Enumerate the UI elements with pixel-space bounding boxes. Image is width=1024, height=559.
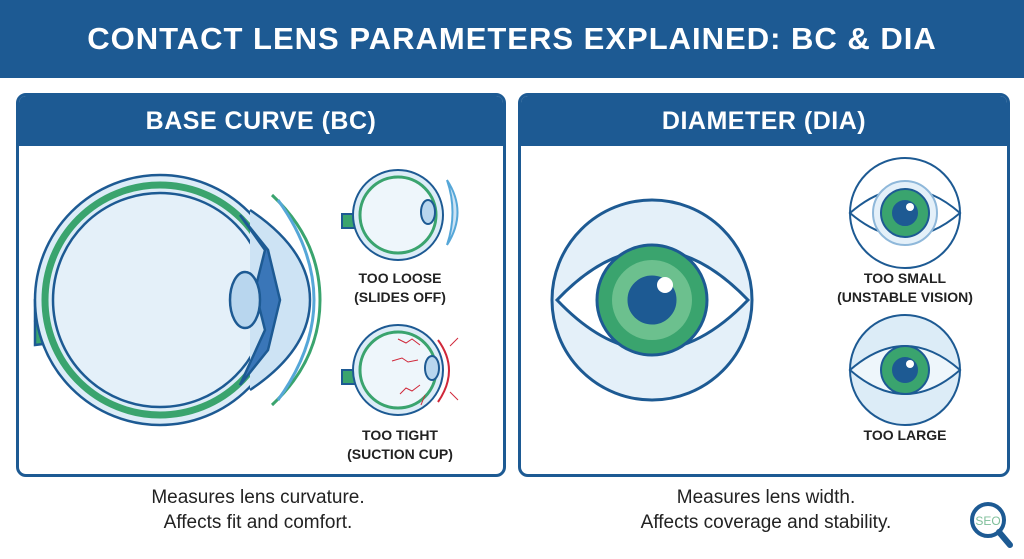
base-curve-heading: BASE CURVE (BC) [19, 96, 503, 146]
base-curve-caption-line: Measures lens curvature. [151, 487, 365, 508]
seo-logo-text: SEO [975, 514, 1000, 528]
too-loose-eye-icon [341, 169, 459, 261]
too-tight-title: TOO TIGHT [362, 427, 438, 443]
too-loose-subtitle: (SLIDES OFF) [354, 289, 446, 305]
too-small-eye-icon [848, 157, 962, 269]
too-large-eye-icon [848, 314, 962, 426]
too-large-label: TOO LARGE [820, 426, 990, 445]
base-curve-caption: Measures lens curvature. Affects fit and … [28, 485, 488, 535]
diameter-caption-line: Measures lens width. [676, 487, 856, 508]
front-eye-with-lens-illustration [550, 198, 754, 402]
too-loose-title: TOO LOOSE [358, 270, 442, 286]
seo-magnifier-logo: SEO [970, 502, 1013, 548]
too-tight-eye-icon [341, 324, 459, 416]
too-loose-label: TOO LOOSE (SLIDES OFF) [315, 269, 485, 307]
too-small-title: TOO SMALL [863, 270, 947, 286]
eye-cross-section-illustration [33, 173, 322, 427]
too-small-label: TOO SMALL (UNSTABLE VISION) [820, 269, 990, 307]
too-tight-subtitle: (SUCTION CUP) [347, 446, 453, 462]
diameter-heading: DIAMETER (DIA) [521, 96, 1007, 146]
too-small-subtitle: (UNSTABLE VISION) [837, 289, 973, 305]
diameter-caption: Measures lens width. Affects coverage and… [536, 485, 996, 535]
title-bar: CONTACT LENS PARAMETERS EXPLAINED: BC & … [0, 0, 1024, 78]
diameter-caption-line: Affects coverage and stability. [640, 512, 892, 533]
too-large-title: TOO LARGE [863, 427, 947, 443]
page-title: CONTACT LENS PARAMETERS EXPLAINED: BC & … [87, 21, 937, 56]
base-curve-caption-line: Affects fit and comfort. [163, 512, 353, 533]
too-tight-label: TOO TIGHT (SUCTION CUP) [315, 426, 485, 464]
